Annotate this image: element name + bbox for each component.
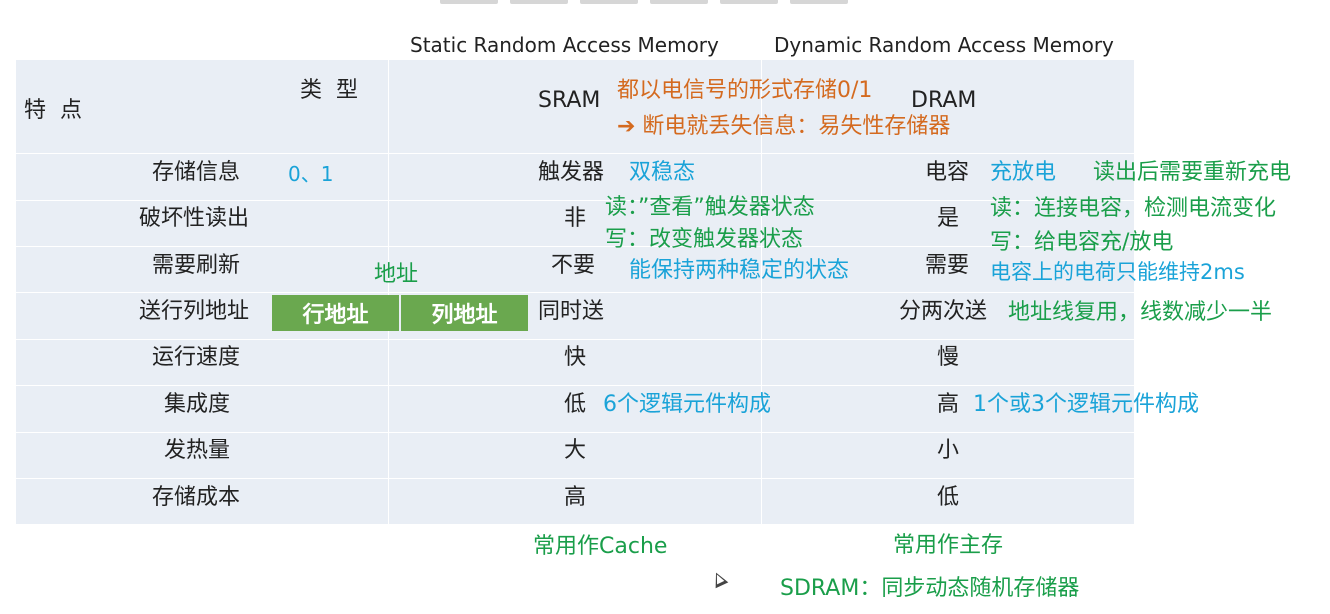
sram-cell: 非 (564, 206, 587, 231)
sram-write-note: 写：改变触发器状态 (605, 227, 804, 252)
row-divider (16, 432, 1134, 433)
sram-header: SRAM (538, 88, 601, 113)
sram-cell: 触发器 (538, 160, 605, 185)
dram-cell: 低 (937, 485, 960, 510)
row-divider (16, 246, 1134, 247)
sdram-note: SDRAM：同步动态随机存储器 (780, 576, 1080, 601)
dram-fullname: Dynamic Random Access Memory (774, 33, 1114, 57)
dram-cell: 分两次送 (899, 299, 988, 324)
row-divider (16, 339, 1134, 340)
dram-cell: 需要 (925, 253, 970, 278)
volatile-note: ➔ 断电就丢失信息：易失性存储器 (617, 114, 951, 139)
bistable-note: 双稳态 (629, 160, 696, 185)
dram-cell: 高 (937, 392, 960, 417)
row-label: 运行速度 (152, 345, 241, 370)
sram-cell: 高 (564, 485, 587, 510)
dram-read-note: 读：连接电容，检测电流变化 (990, 196, 1277, 221)
mux-note: 地址线复用，线数减少一半 (1008, 300, 1273, 325)
one-three-element-note: 1个或3个逻辑元件构成 (973, 392, 1199, 417)
sram-usage-note: 常用作Cache (533, 534, 668, 559)
sram-read-note: 读：”查看”触发器状态 (605, 195, 815, 220)
six-element-note: 6个逻辑元件构成 (603, 392, 771, 417)
sram-cell: 快 (564, 345, 587, 370)
dram-cell: 慢 (937, 345, 960, 370)
sram-cell: 同时送 (538, 299, 605, 324)
column-address-box: 列地址 (401, 295, 528, 331)
dram-write-note: 写：给电容充/放电 (990, 230, 1174, 255)
row-divider (16, 478, 1134, 479)
sram-cell: 低 (564, 392, 587, 417)
dram-cell: 是 (937, 206, 960, 231)
dram-cell: 小 (937, 438, 960, 463)
row-label: 存储信息 (152, 160, 241, 185)
row-label: 存储成本 (152, 485, 241, 510)
recharge-note: 读出后需要重新充电 (1093, 160, 1292, 185)
row-divider (16, 153, 1134, 154)
hold-note: 电容上的电荷只能维持2ms (990, 260, 1245, 284)
row-label: 需要刷新 (152, 253, 241, 278)
row-label: 发热量 (164, 438, 231, 463)
comparison-table (16, 60, 1134, 524)
mouse-cursor-icon (709, 569, 729, 589)
sram-cell: 大 (564, 438, 587, 463)
charge-note: 充放电 (990, 160, 1057, 185)
dram-usage-note: 常用作主存 (893, 533, 1004, 558)
stable-note: 能保持两种稳定的状态 (629, 258, 850, 283)
row-label: 集成度 (164, 392, 231, 417)
row-divider (16, 200, 1134, 201)
corner-feature-label: 特 点 (24, 98, 82, 123)
row-divider (16, 385, 1134, 386)
row-label: 破坏性读出 (139, 206, 250, 231)
bits-note: 0、1 (288, 162, 334, 186)
dram-cell: 电容 (925, 160, 970, 185)
top-toolbar-strip (440, 0, 848, 4)
sram-fullname: Static Random Access Memory (410, 33, 719, 57)
corner-type-label: 类 型 (300, 78, 358, 103)
sram-cell: 不要 (551, 253, 596, 278)
row-label: 送行列地址 (139, 299, 250, 324)
row-address-box: 行地址 (272, 295, 399, 331)
address-title: 地址 (374, 262, 419, 287)
row-divider (16, 292, 1134, 293)
dram-header: DRAM (911, 88, 977, 113)
signal-note: 都以电信号的形式存储0/1 (617, 78, 873, 103)
